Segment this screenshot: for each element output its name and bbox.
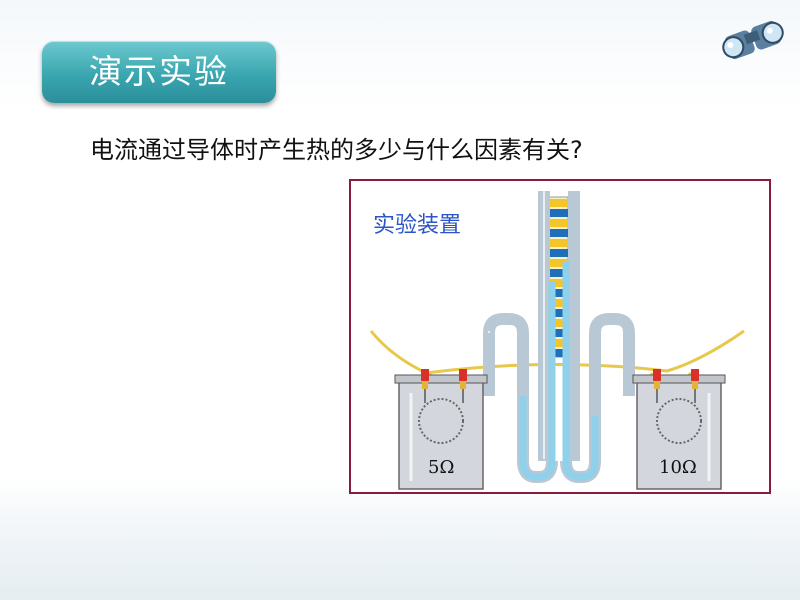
apparatus-diagram: 5Ω 10Ω: [369, 191, 745, 490]
binoculars-icon: [722, 20, 784, 60]
left-container: [394, 369, 488, 490]
right-resistor-label: 10Ω: [659, 457, 697, 478]
question-text: 电流通过导体时产生热的多少与什么因素有关?: [90, 136, 583, 164]
connecting-wire: [369, 329, 745, 375]
left-u-tube: [483, 191, 558, 483]
apparatus-frame: 5Ω 10Ω 实验装置: [349, 179, 771, 494]
title-badge: 演示实验: [42, 41, 276, 103]
apparatus-title: 实验装置: [373, 213, 462, 238]
right-u-tube: [560, 191, 635, 483]
left-resistor-label: 5Ω: [428, 457, 454, 478]
background-decoration: [0, 480, 800, 600]
right-container: [632, 369, 726, 490]
